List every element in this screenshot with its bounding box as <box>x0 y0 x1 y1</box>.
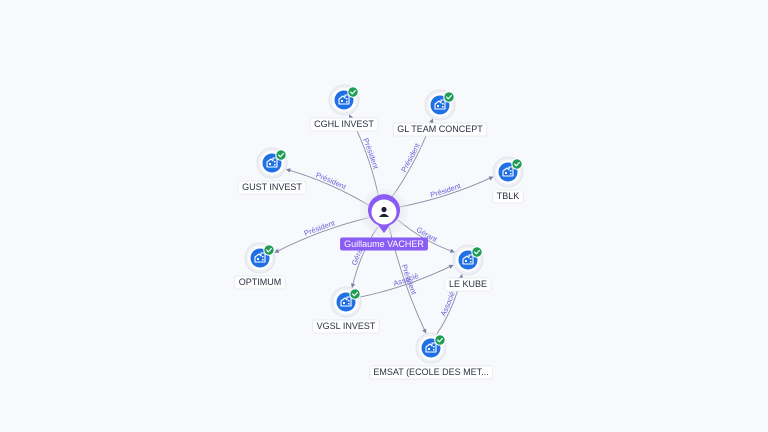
company-node-optimum[interactable]: OPTIMUM <box>234 242 286 290</box>
edge-line <box>285 168 370 206</box>
node-label: GUST INVEST <box>237 180 307 195</box>
verified-check-icon <box>347 86 359 98</box>
company-node-cghl[interactable]: CGHL INVEST <box>309 84 379 132</box>
edge-line <box>360 264 454 298</box>
verified-check-icon <box>275 149 287 161</box>
company-node-vgsl[interactable]: VGSL INVEST <box>312 286 380 334</box>
company-node-glteam[interactable]: GL TEAM CONCEPT <box>392 89 488 137</box>
person-pin <box>368 194 400 233</box>
verified-check-icon <box>471 246 483 258</box>
node-label-text: LE KUBE <box>449 279 487 289</box>
center-name-label: Guillaume VACHER <box>340 237 428 251</box>
node-label-text: GUST INVEST <box>242 182 302 192</box>
node-label: VGSL INVEST <box>312 319 380 334</box>
node-label: TBLK <box>492 189 524 204</box>
node-label-text: VGSL INVEST <box>317 321 376 331</box>
edge-label: Président <box>361 137 381 171</box>
company-node-lekube[interactable]: LE KUBE <box>444 244 492 292</box>
edge-line <box>399 176 494 208</box>
verified-check-icon <box>443 91 455 103</box>
edge-label: Président <box>303 218 337 238</box>
node-label: CGHL INVEST <box>309 117 379 132</box>
verified-check-icon <box>434 334 446 346</box>
node-label-text: CGHL INVEST <box>314 119 374 129</box>
verified-check-icon <box>263 244 275 256</box>
edge-label: Président <box>399 141 422 174</box>
node-label: GL TEAM CONCEPT <box>392 122 488 137</box>
edge-label: Associé <box>438 290 456 317</box>
edge-center-vgsl: Gérant <box>350 226 379 288</box>
center-name-text: Guillaume VACHER <box>344 239 424 249</box>
edge-center-tblk: Président <box>399 176 494 208</box>
node-label-text: GL TEAM CONCEPT <box>397 124 483 134</box>
node-label: EMSAT (ECOLE DES MET... <box>368 365 494 380</box>
verified-check-icon <box>511 158 523 170</box>
person-icon <box>379 206 389 217</box>
nodes-layer: CGHL INVEST GL TEAM CONCEPT GUST INVEST TBL… <box>234 84 524 380</box>
node-label-text: TBLK <box>497 191 520 201</box>
company-node-emsat[interactable]: EMSAT (ECOLE DES MET... <box>368 332 494 380</box>
verified-check-icon <box>349 288 361 300</box>
company-node-tblk[interactable]: TBLK <box>492 156 524 204</box>
edge-line <box>274 217 370 253</box>
node-label-text: OPTIMUM <box>239 277 282 287</box>
node-label: LE KUBE <box>444 277 492 292</box>
center-node[interactable]: Guillaume VACHER <box>340 188 428 251</box>
company-node-gust[interactable]: GUST INVEST <box>237 147 307 195</box>
edge-label: Président <box>429 181 462 200</box>
node-label: OPTIMUM <box>234 275 286 290</box>
node-label-text: EMSAT (ECOLE DES MET... <box>373 367 488 377</box>
